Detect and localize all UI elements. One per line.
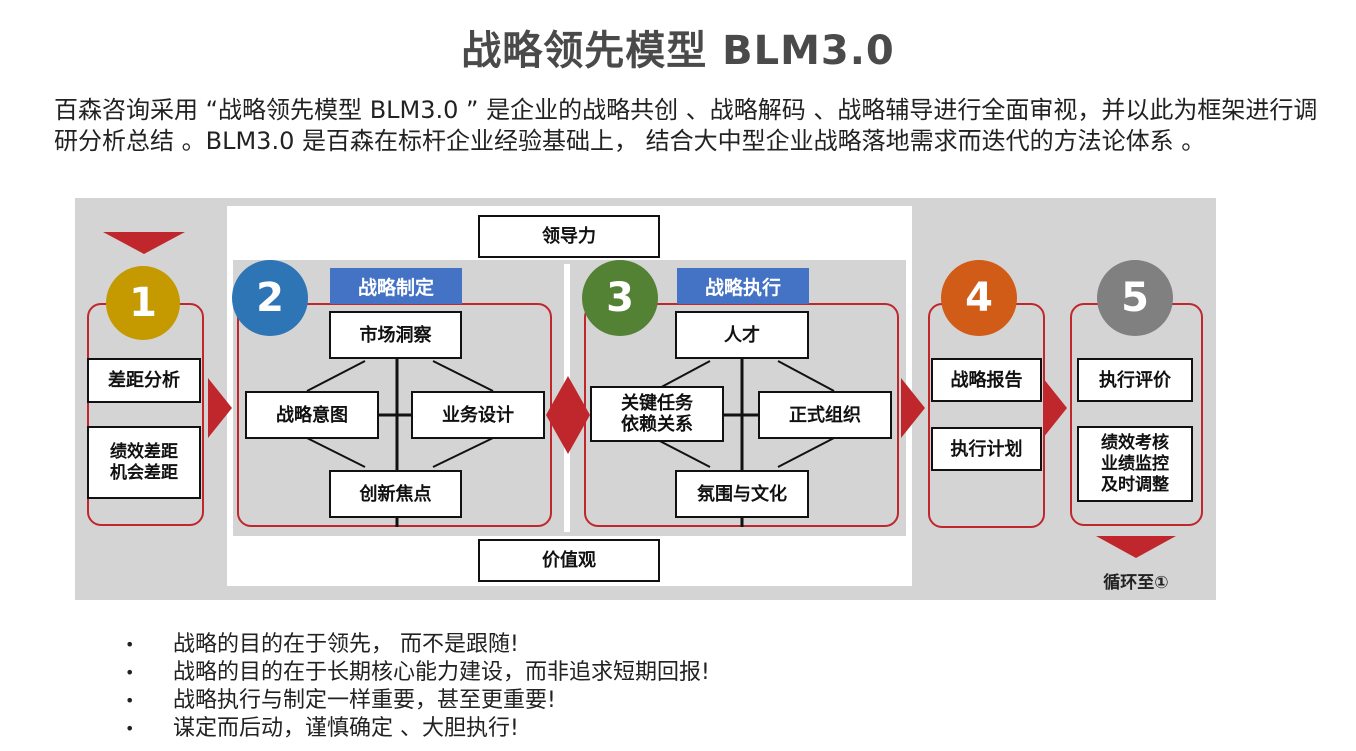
strategic-intent-box: 战略意图: [245, 391, 379, 439]
performance-gap-box: 绩效差距 机会差距: [87, 426, 201, 499]
arrow-right-icon: [1043, 378, 1067, 438]
arrow-right-icon: [901, 378, 925, 438]
arrow-right-icon: [208, 378, 232, 438]
strategy-formulation-tag: 战略制定: [330, 268, 462, 304]
list-item: 战略的目的在于领先， 而不是跟随!: [125, 631, 710, 659]
gap-analysis-box: 差距分析: [87, 358, 201, 403]
values-box: 价值观: [478, 539, 660, 582]
critical-tasks-box: 关键任务 依赖关系: [590, 386, 724, 442]
stage3-number: 3: [582, 260, 658, 336]
key-points-list: 战略的目的在于领先， 而不是跟随! 战略的目的在于长期核心能力建设，而非追求短期…: [125, 631, 710, 743]
stage4-number: 4: [941, 260, 1017, 336]
loop-note: 循环至①: [1103, 573, 1169, 593]
execution-review-box: 执行评价: [1077, 358, 1193, 402]
business-design-box: 业务设计: [411, 391, 545, 439]
down-arrow-icon: [1096, 536, 1176, 558]
stage3-connectors: [653, 353, 835, 527]
innovation-focus-box: 创新焦点: [329, 470, 462, 518]
list-item: 战略执行与制定一样重要，甚至更重要!: [125, 687, 710, 715]
climate-culture-box: 氛围与文化: [675, 470, 809, 518]
leadership-box: 领导力: [478, 215, 660, 258]
performance-review-box: 绩效考核 业绩监控 及时调整: [1077, 426, 1193, 502]
stage4-frame: [928, 303, 1045, 528]
double-arrow-icon: [546, 376, 590, 454]
list-item: 谋定而后动，谨慎确定 、大胆执行!: [125, 715, 710, 743]
stage5-number: 5: [1097, 260, 1173, 336]
stage2-connectors: [306, 353, 494, 527]
execution-plan-box: 执行计划: [931, 427, 1042, 471]
talent-box: 人才: [675, 311, 809, 359]
framework-divider-bottom: [233, 532, 906, 536]
stage2-number: 2: [232, 260, 308, 336]
strategy-report-box: 战略报告: [931, 358, 1042, 402]
stage1-number: 1: [106, 266, 180, 340]
strategy-execution-tag: 战略执行: [677, 268, 809, 304]
page-title: 战略领先模型 BLM3.0: [461, 28, 895, 74]
list-item: 战略的目的在于长期核心能力建设，而非追求短期回报!: [125, 659, 710, 687]
formal-organization-box: 正式组织: [758, 391, 892, 439]
blm-diagram: 领导力 价值观 1 差距分析 绩效差距 机会差距 2 战略制定 市场洞察 战略意…: [75, 198, 1216, 600]
framework-divider-top: [233, 260, 906, 264]
down-arrow-icon: [103, 232, 185, 254]
market-insight-box: 市场洞察: [329, 311, 462, 359]
intro-paragraph: 百森咨询采用 “战略领先模型 BLM3.0 ” 是企业的战略共创 、战略解码 、…: [54, 96, 1318, 155]
